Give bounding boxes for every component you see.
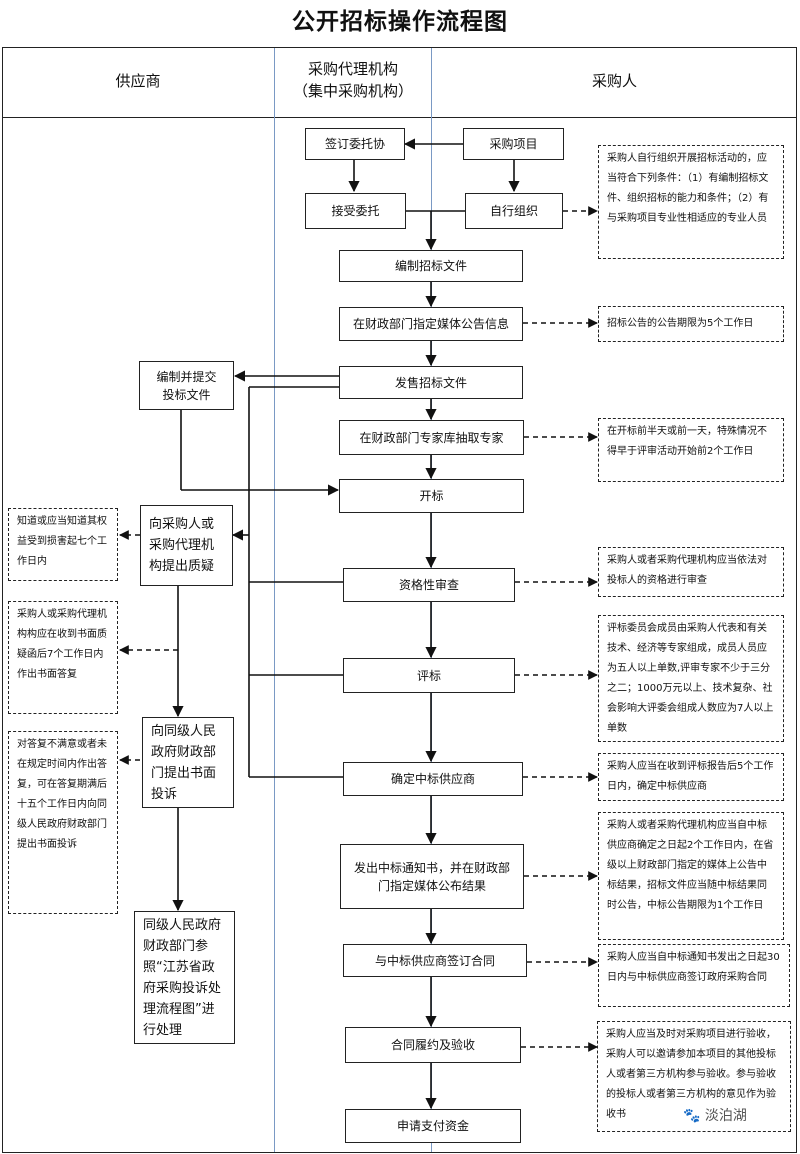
box-submit-bid: 编制并提交投标文件 (139, 361, 234, 410)
box-announce: 在财政部门指定媒体公告信息 (339, 307, 523, 341)
box-complain: 向同级人民政府财政部门提出书面投诉 (142, 717, 234, 808)
box-gov-handle: 同级人民政府财政部门参照“江苏省政府采购投诉处理流程图”进行处理 (134, 911, 235, 1044)
note-qualification-rule: 采购人或者采购代理机构应当依法对投标人的资格进行审查 (598, 547, 784, 597)
header-separator (2, 117, 797, 118)
column-header-supplier: 供应商 (115, 72, 161, 90)
watermark-text: 淡泊湖 (704, 1108, 747, 1124)
note-expert-timing: 在开标前半天或前一天，特殊情况不得早于评审活动开始前2个工作日 (598, 418, 784, 482)
box-evaluate: 评标 (343, 658, 515, 693)
note-notify-timing: 采购人或者采购代理机构应当自中标供应商确定之日起2个工作日内，在省级以上财政部门… (598, 812, 784, 940)
box-confirm-winner: 确定中标供应商 (343, 762, 523, 796)
box-open-bids: 开标 (339, 479, 524, 513)
note-reply-timing: 采购人或采购代理机构构应在收到书面质疑函后7个工作日内作出书面答复 (8, 601, 118, 714)
page-title: 公开招标操作流程图 (292, 9, 508, 35)
note-announce-period: 招标公告的公告期限为5个工作日 (598, 306, 784, 342)
box-procurement-project: 采购项目 (463, 128, 564, 160)
box-apply-payment: 申请支付资金 (345, 1109, 521, 1143)
column-divider-left (274, 48, 275, 1152)
column-header-agency: 采购代理机构 （集中采购机构） (275, 58, 431, 102)
note-committee: 评标委员会成员由采购人代表和有关技术、经济等专家组成，成员人员应为五人以上单数,… (598, 615, 784, 742)
column-header-purchaser: 采购人 (591, 72, 637, 90)
note-confirm-timing: 采购人应当在收到评标报告后5个工作日内，确定中标供应商 (598, 753, 784, 801)
box-raise-query: 向采购人或采购代理机构提出质疑 (140, 505, 233, 586)
note-complaint-timing: 对答复不满意或者未在规定时间内作出答复，可在答复期满后十五个工作日内向同级人民政… (8, 731, 118, 914)
column-header-agency-line1: 采购代理机构 (307, 60, 398, 78)
box-qualification: 资格性审查 (343, 568, 515, 602)
box-sign-entrust: 签订委托协 (305, 128, 405, 160)
box-prepare-docs: 编制招标文件 (339, 250, 523, 282)
note-query-timing: 知道或应当知道其权益受到损害起七个工作日内 (8, 508, 118, 581)
box-self-organize: 自行组织 (465, 193, 563, 229)
note-acceptance: 采购人应当及时对采购项目进行验收，采购人可以邀请参加本项目的其他投标人或者第三方… (597, 1021, 791, 1132)
box-perform-accept: 合同履约及验收 (345, 1027, 521, 1063)
note-self-org-conditions: 采购人自行组织开展招标活动的，应当符合下列条件：（1）有编制招标文件、组织招标的… (598, 145, 784, 259)
box-notify-result: 发出中标通知书，并在财政部门指定媒体公布结果 (340, 844, 524, 909)
note-contract-timing: 采购人应当自中标通知书发出之日起30日内与中标供应商签订政府采购合同 (598, 944, 790, 1007)
box-accept-entrust: 接受委托 (305, 193, 406, 229)
watermark: 🐾 淡泊湖 (683, 1108, 747, 1124)
box-sell-docs: 发售招标文件 (339, 366, 523, 399)
diagram-frame (2, 47, 797, 1153)
box-sign-contract: 与中标供应商签订合同 (343, 944, 527, 977)
box-draw-experts: 在财政部门专家库抽取专家 (339, 420, 524, 455)
column-header-agency-line2: （集中采购机构） (292, 82, 413, 100)
